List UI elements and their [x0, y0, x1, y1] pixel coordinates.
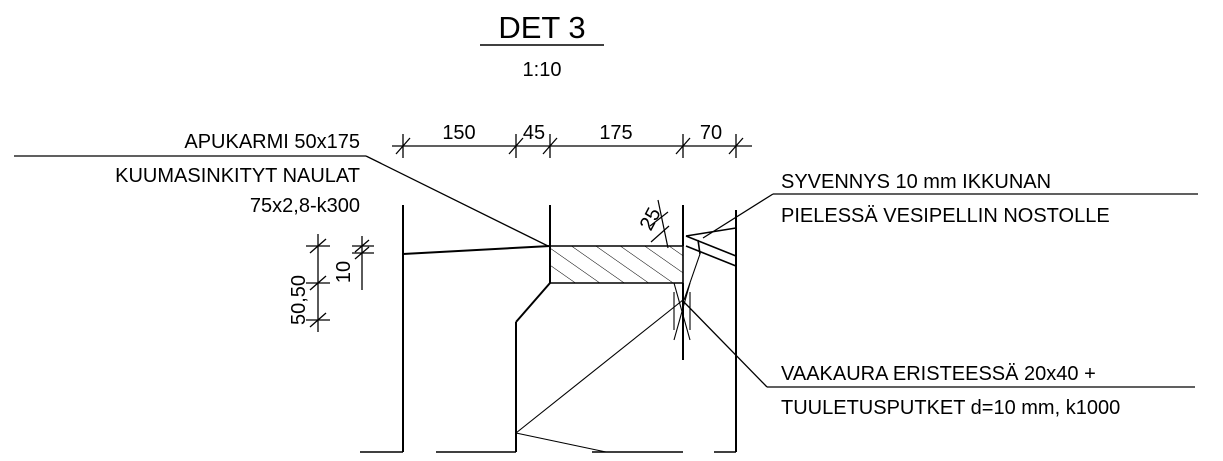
label-vaakaura-line1: VAAKAURA ERISTEESSÄ 20x40 + [781, 363, 1096, 385]
label-apukarmi: APUKARMI 50x175 [184, 131, 360, 153]
dim-70: 70 [700, 122, 722, 144]
apukarmi-leader [365, 155, 549, 247]
top-dimension [392, 134, 752, 158]
dim-175: 175 [599, 122, 632, 144]
vaakaura-leader [681, 299, 768, 388]
dim-50-50: 50,50 [288, 275, 310, 325]
dim-25: 25 [636, 204, 666, 234]
wall-structure [402, 205, 737, 452]
dim-10: 10 [333, 261, 355, 283]
label-syvennys-line1: SYVENNYS 10 mm IKKUNAN [781, 171, 1051, 193]
auxiliary-frame-section [549, 245, 684, 284]
dim-150: 150 [442, 122, 475, 144]
ventilation-groove [673, 253, 701, 341]
dim-45: 45 [523, 122, 545, 144]
insulation-lines [515, 299, 684, 453]
label-vaakaura-line2: TUULETUSPUTKET d=10 mm, k1000 [781, 397, 1120, 419]
label-naulat-line1: KUUMASINKITYT NAULAT [115, 165, 360, 187]
drawing-title: DET 3 [498, 10, 585, 45]
label-syvennys-line2: PIELESSÄ VESIPELLIN NOSTOLLE [781, 205, 1110, 227]
drawing-scale: 1:10 [523, 59, 562, 81]
left-dimension [306, 234, 374, 332]
label-naulat-line2: 75x2,8-k300 [250, 195, 360, 217]
window-sill [685, 227, 737, 267]
dim-25-markers [649, 199, 670, 249]
